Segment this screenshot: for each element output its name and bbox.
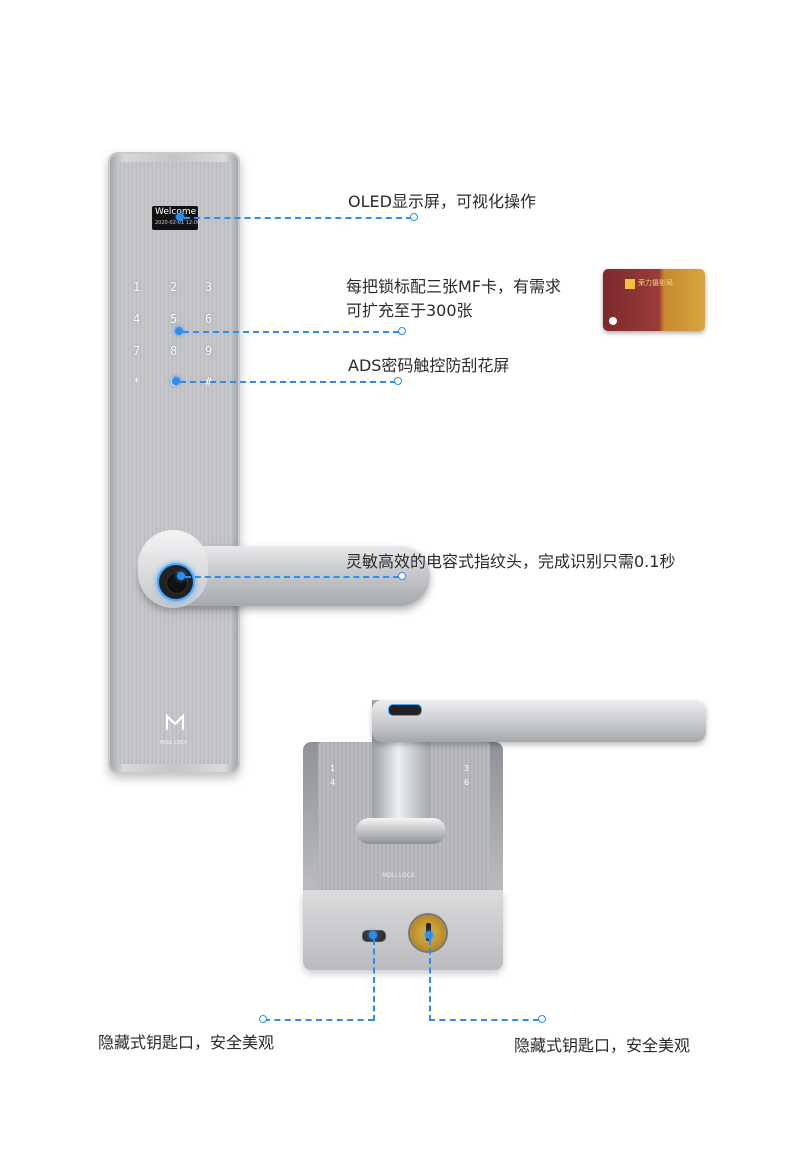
keypad-key-3[interactable]: 3 — [205, 280, 213, 294]
keypad-key-7[interactable]: 7 — [133, 344, 141, 358]
mf-card-image: 荣力摄影局 — [603, 269, 705, 331]
ads-callout-line — [180, 381, 396, 383]
handle-arm[interactable] — [372, 700, 706, 742]
keypad-key-9[interactable]: 9 — [205, 344, 213, 358]
keypad-key-1[interactable]: 1 — [133, 280, 141, 294]
handle-fingerprint-icon — [388, 704, 422, 716]
fingerprint-callout-end — [398, 572, 406, 580]
keypad-key-star[interactable]: * — [133, 375, 141, 389]
keyhole-callout-hline — [429, 1019, 539, 1021]
card-callout-line — [183, 331, 399, 333]
lock-panel-surface — [116, 162, 232, 764]
feature-card-label-line1: 每把锁标配三张MF卡，有需求 — [346, 277, 562, 296]
handle-collar — [356, 818, 446, 844]
ads-callout-start — [172, 377, 180, 385]
brand-logo-icon — [165, 712, 185, 738]
oled-callout-start — [176, 213, 184, 221]
oled-callout-line — [184, 217, 412, 219]
brand-logo-text-2: MOLI LOCK — [382, 872, 415, 879]
ads-callout-end — [394, 377, 402, 385]
keypad-key-8[interactable]: 8 — [170, 344, 178, 358]
lock-panel — [108, 152, 240, 774]
card-hole — [609, 317, 617, 325]
feature-oled-label: OLED显示屏，可视化操作 — [348, 192, 536, 211]
feature-usb-label: 隐藏式钥匙口，安全美观 — [98, 1033, 275, 1052]
usb-callout-vline — [373, 939, 375, 1021]
keypad-key-5[interactable]: 5 — [170, 312, 178, 326]
oled-title: Welcome — [155, 207, 197, 217]
lock-body-front-face — [303, 890, 503, 970]
card-brand-icon — [625, 279, 635, 289]
side-key-1: 1 — [330, 764, 336, 773]
usb-callout-start — [369, 931, 377, 939]
keyhole-callout-start — [425, 931, 433, 939]
card-callout-start — [175, 327, 183, 335]
keypad-key-4[interactable]: 4 — [133, 312, 141, 326]
fingerprint-callout-start — [177, 572, 185, 580]
keypad-key-2[interactable]: 2 — [170, 280, 178, 294]
oled-date: 2020-02-01 12:00 — [155, 220, 201, 226]
side-key-6: 6 — [464, 778, 470, 787]
keyhole-callout-end — [538, 1015, 546, 1023]
keypad-key-6[interactable]: 6 — [205, 312, 213, 326]
usb-callout-end — [259, 1015, 267, 1023]
feature-ads-label: ADS密码触控防刮花屏 — [348, 356, 510, 375]
fingerprint-sensor[interactable] — [157, 563, 195, 601]
fingerprint-callout-line — [185, 576, 399, 578]
card-callout-end — [398, 327, 406, 335]
oled-callout-end — [410, 213, 418, 221]
keyhole-callout-vline — [429, 939, 431, 1021]
brand-logo-text: MOLI LOCK — [160, 740, 188, 746]
side-key-3: 3 — [464, 764, 470, 773]
feature-fingerprint-label: 灵敏高效的电容式指纹头，完成识别只需0.1秒 — [346, 552, 676, 571]
feature-card-label-line2: 可扩充至于300张 — [346, 301, 473, 320]
feature-keyhole-label: 隐藏式钥匙口，安全美观 — [514, 1036, 691, 1055]
side-key-4: 4 — [330, 778, 336, 787]
usb-callout-hline — [264, 1019, 374, 1021]
card-brand-text: 荣力摄影局 — [638, 279, 673, 287]
